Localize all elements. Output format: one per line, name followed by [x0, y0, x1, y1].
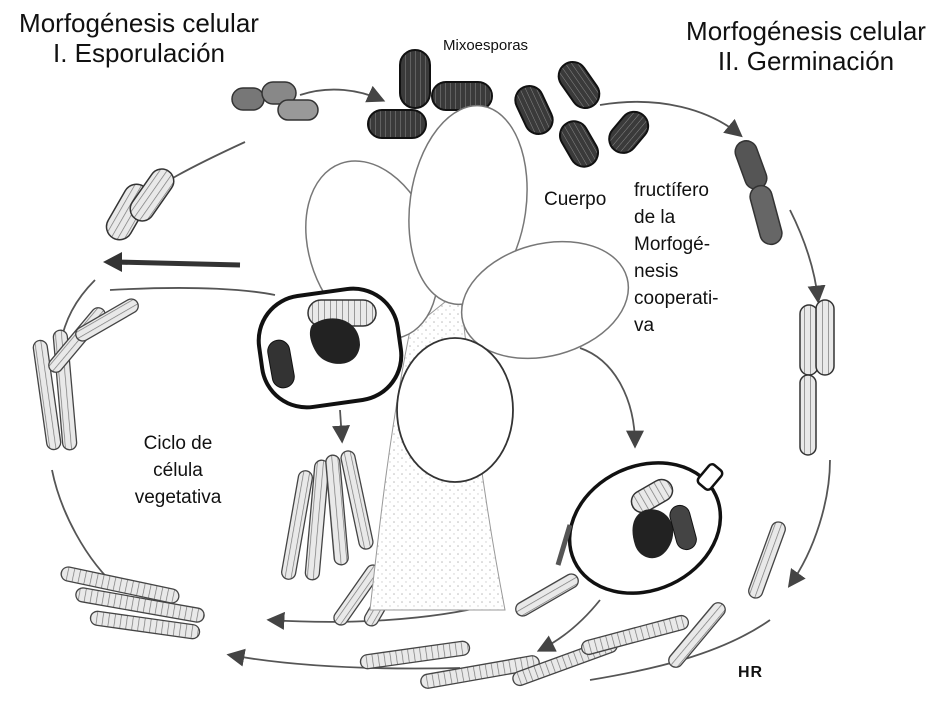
enlarged-sporulating-cell [253, 283, 407, 413]
vegetative-cycle-line: célula [118, 457, 238, 484]
vegetative-cycle-line: Ciclo de [118, 430, 238, 457]
fruiting-body-line: de la [634, 204, 719, 231]
fruiting-body-word: Cuerpo [544, 186, 606, 213]
germination-title: Morfogénesis celular II. Germinación [675, 16, 937, 76]
fruiting-body-label: fructífero de la Morfogé- nesis cooperat… [634, 177, 719, 339]
myxospores-label: Mixoesporas [443, 37, 528, 54]
fruiting-body-line: nesis [634, 258, 719, 285]
fruiting-body-line: fructífero [634, 177, 719, 204]
germination-title-line1: Morfogénesis celular [675, 16, 937, 46]
fruiting-body-line: Morfogé- [634, 231, 719, 258]
sporulation-title: Morfogénesis celular I. Esporulación [4, 8, 274, 68]
sporulation-title-line1: Morfogénesis celular [4, 8, 274, 38]
artist-signature: HR [738, 664, 763, 682]
vegetative-cycle-label: Ciclo de célula vegetativa [118, 430, 238, 511]
enlarged-germinating-cell [548, 439, 742, 617]
sporulation-title-line2: I. Esporulación [4, 38, 274, 68]
germinating-cells [732, 138, 834, 455]
direction-arrow [103, 252, 240, 272]
germination-title-line2: II. Germinación [675, 46, 937, 76]
fruiting-body-line: cooperati- [634, 285, 719, 312]
fruiting-body-line: va [634, 312, 719, 339]
vegetative-cycle-line: vegetativa [118, 484, 238, 511]
sporulating-cells [102, 82, 318, 244]
